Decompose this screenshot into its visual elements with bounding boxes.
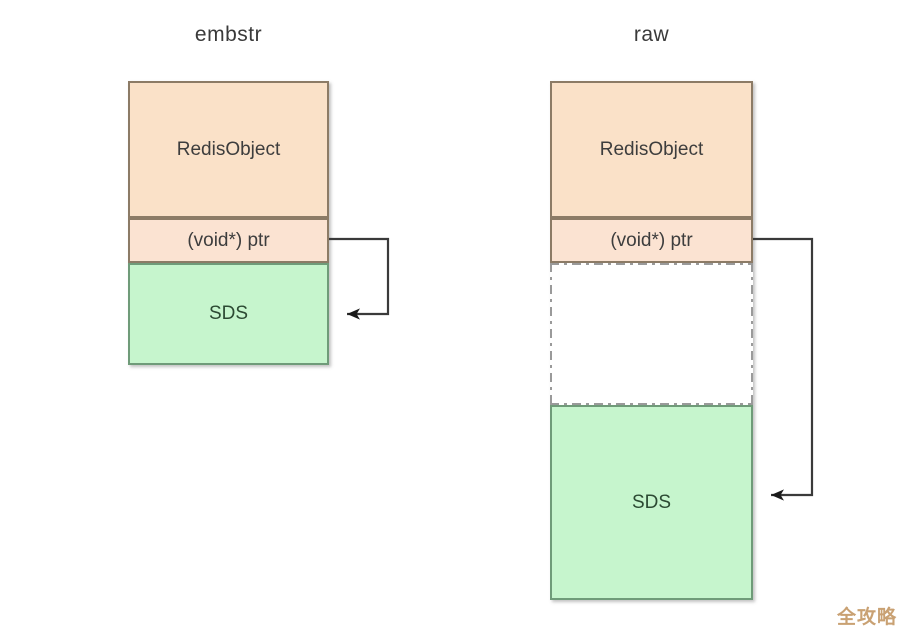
pointer-arrow-embstr	[329, 237, 390, 320]
cell-ptr-raw: (void*) ptr	[550, 218, 753, 263]
gap-border-right	[751, 263, 753, 405]
cell-sds-embstr: SDS	[128, 263, 329, 365]
cell-ptr-embstr: (void*) ptr	[128, 218, 329, 263]
diagram-title-raw: raw	[633, 23, 670, 46]
diagram-title-embstr: embstr	[194, 23, 263, 46]
cell-gap-raw	[550, 263, 753, 405]
cell-sds-raw: SDS	[550, 405, 753, 600]
struct-box-raw: RedisObject (void*) ptr SDS	[550, 81, 753, 600]
cell-redisobject-raw: RedisObject	[550, 81, 753, 218]
gap-border-left	[550, 263, 552, 405]
cell-redisobject-embstr: RedisObject	[128, 81, 329, 218]
pointer-arrow-raw	[753, 237, 814, 501]
watermark: 全攻略	[836, 607, 897, 628]
struct-box-embstr: RedisObject (void*) ptr SDS	[128, 81, 329, 365]
